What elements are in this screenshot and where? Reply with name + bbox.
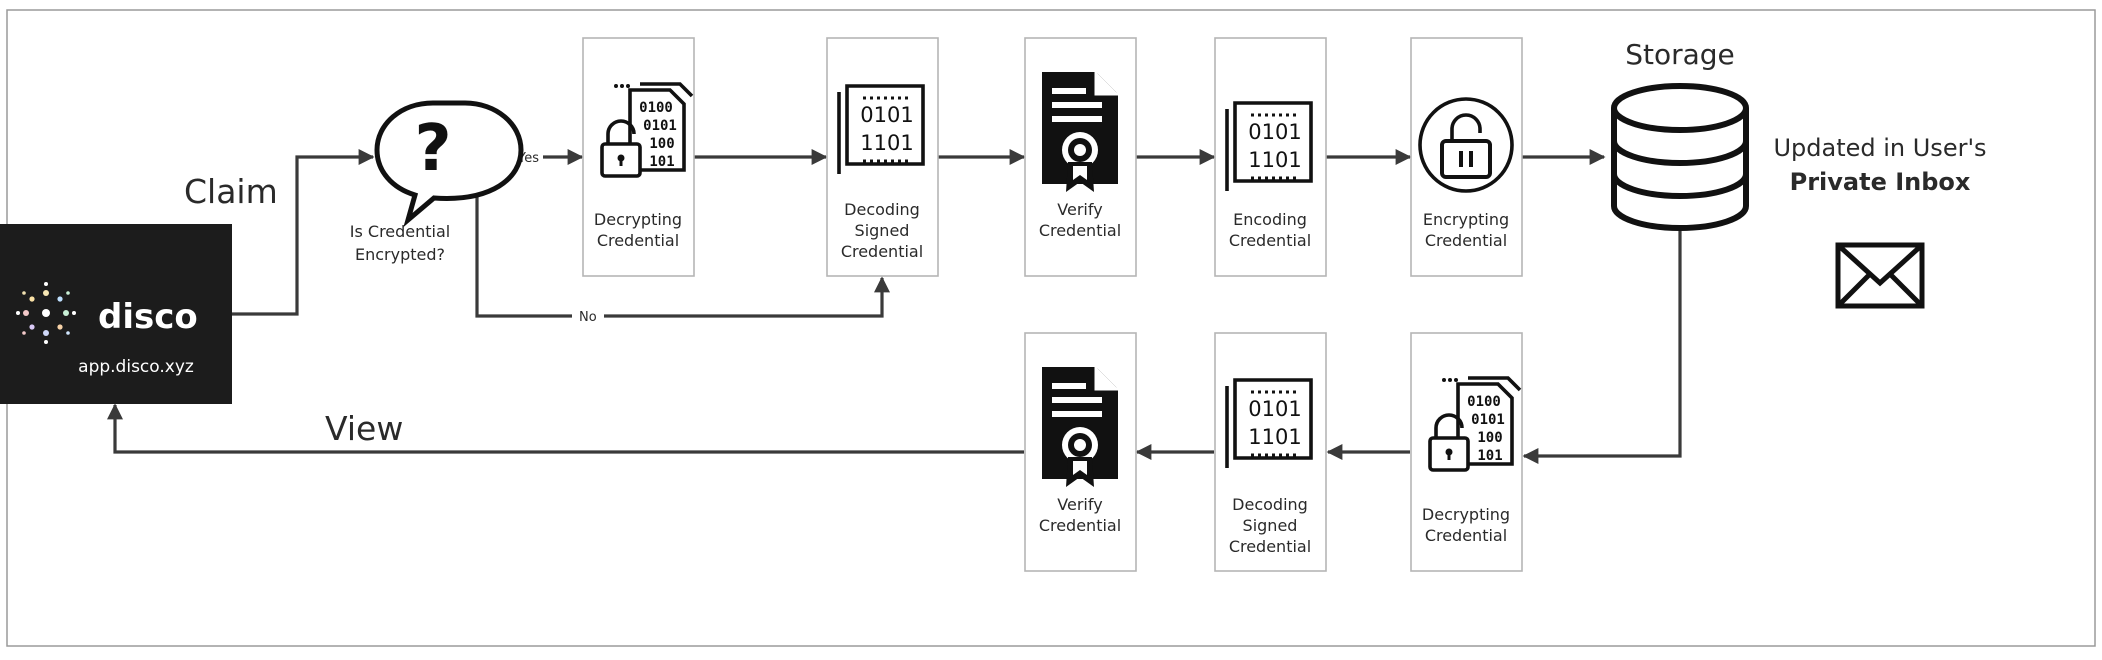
step-label: Decrypting xyxy=(1422,505,1510,524)
no-label: No xyxy=(579,310,597,325)
step-label: Signed xyxy=(1243,516,1298,535)
step-decrypting-top[interactable]: Decrypting Credential xyxy=(582,37,695,277)
step-label: Decoding xyxy=(1232,495,1308,514)
claim-label: Claim xyxy=(184,172,278,211)
inbox-label-line1: Updated in User's xyxy=(1773,134,1986,162)
certificate-icon xyxy=(1040,365,1120,489)
step-label: Verify xyxy=(1057,495,1102,514)
speech-bubble-icon xyxy=(374,100,524,228)
view-arrow xyxy=(107,403,1024,454)
step-encrypting-top[interactable]: Encrypting Credential xyxy=(1410,37,1523,277)
step-decrypting-bottom[interactable]: Decrypting Credential xyxy=(1410,332,1523,572)
storage-node[interactable]: Storage xyxy=(1611,38,1749,231)
disco-logo-icon xyxy=(16,282,76,344)
step-label: Decrypting xyxy=(594,210,682,229)
view-label: View xyxy=(325,409,403,448)
step-label: Credential xyxy=(1229,537,1311,556)
private-inbox-node[interactable]: Updated in User's Private Inbox xyxy=(1773,134,1987,309)
step-label: Encoding xyxy=(1233,210,1307,229)
storage-label: Storage xyxy=(1625,38,1735,71)
step-label: Credential xyxy=(1425,526,1507,545)
no-arrow xyxy=(604,276,890,318)
step-label: Credential xyxy=(841,242,923,261)
step-decoding-bottom[interactable]: Decoding Signed Credential xyxy=(1214,332,1327,572)
step-verify-top[interactable]: Verify Credential xyxy=(1024,37,1137,277)
certificate-icon xyxy=(1040,70,1120,194)
database-icon xyxy=(1611,83,1749,231)
step-label: Credential xyxy=(1425,231,1507,250)
step-label: Credential xyxy=(1039,516,1121,535)
disco-app-block[interactable]: disco app.disco.xyz xyxy=(0,224,232,404)
app-background xyxy=(0,224,232,404)
step-encoding-top[interactable]: Encoding Credential xyxy=(1214,37,1327,277)
step-decoding-top[interactable]: Decoding Signed Credential xyxy=(826,37,939,277)
no-line-a xyxy=(475,185,572,318)
step-label: Verify xyxy=(1057,200,1102,219)
claim-arrow xyxy=(232,149,375,316)
arrow-storage-decrypt xyxy=(1522,231,1682,464)
envelope-icon xyxy=(1835,242,1925,309)
step-label: Credential xyxy=(597,231,679,250)
step-label: Signed xyxy=(855,221,910,240)
decision-label-line1: Is Credential xyxy=(350,222,451,241)
question-mark-icon: ? xyxy=(414,112,451,186)
step-label: Decoding xyxy=(844,200,920,219)
inbox-label-line2: Private Inbox xyxy=(1790,168,1971,196)
step-verify-bottom[interactable]: Verify Credential xyxy=(1024,332,1137,572)
app-url[interactable]: app.disco.xyz xyxy=(78,357,194,377)
decision-node[interactable]: ? Is Credential Encrypted? xyxy=(350,100,524,264)
step-label: Credential xyxy=(1229,231,1311,250)
decision-label-line2: Encrypted? xyxy=(355,245,445,264)
brand-name: disco xyxy=(98,297,198,337)
step-label: Encrypting xyxy=(1423,210,1509,229)
step-label: Credential xyxy=(1039,221,1121,240)
